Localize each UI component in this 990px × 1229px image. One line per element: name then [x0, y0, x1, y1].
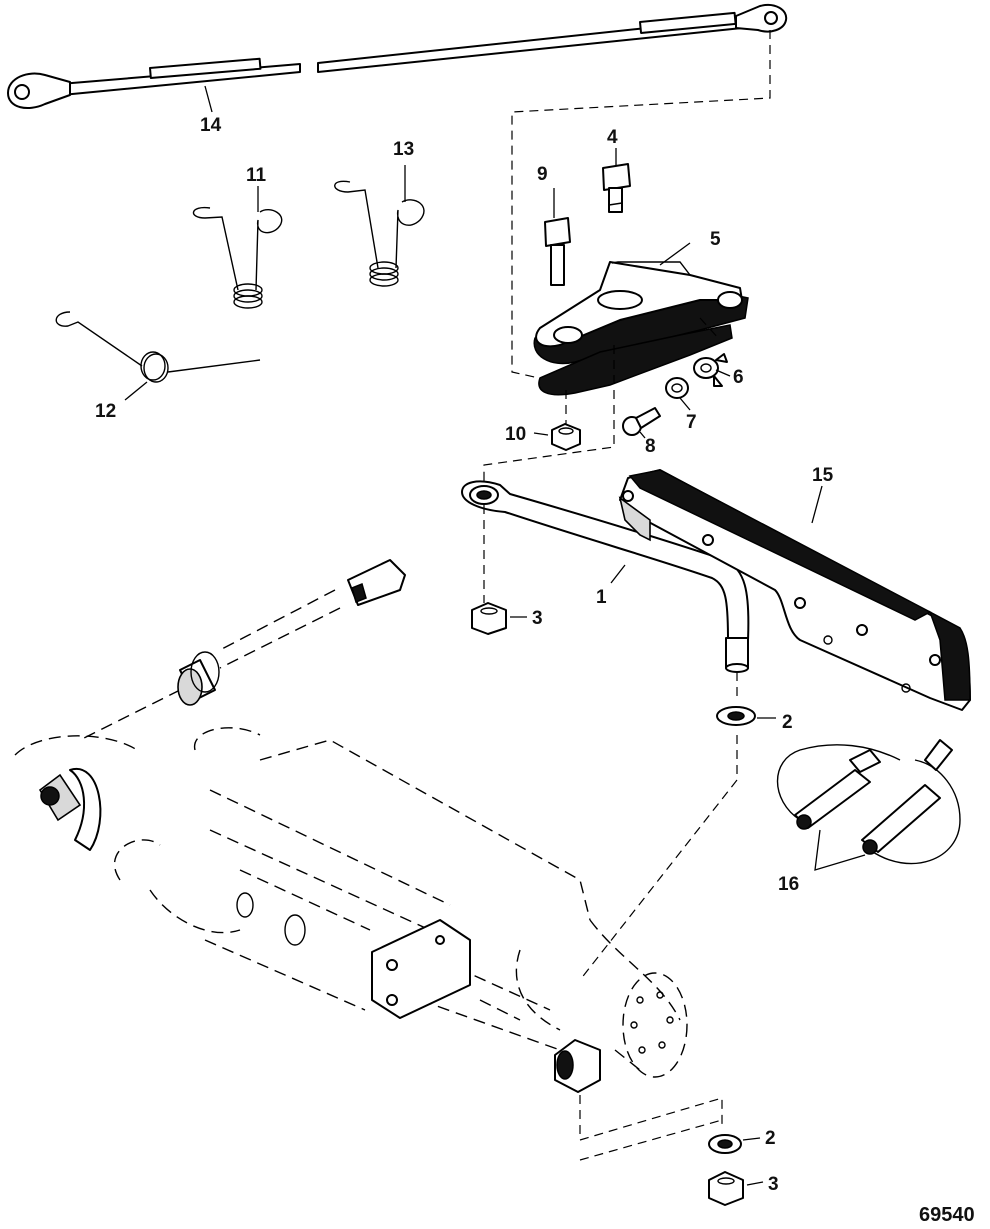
leader-10 — [533, 432, 549, 436]
part-13-spring — [334, 180, 425, 287]
callout-15: 15 — [812, 465, 834, 486]
part-15-cover — [618, 469, 971, 711]
assembly-path-5-6 — [699, 317, 721, 341]
leader-7 — [679, 397, 691, 411]
callout-5: 5 — [710, 229, 721, 250]
part-3-nut-lower — [708, 1171, 744, 1206]
leader-8 — [639, 431, 646, 439]
part-5-lever — [533, 261, 749, 396]
callout-3a: 3 — [532, 608, 543, 629]
part-3-nut-upper — [471, 602, 507, 635]
callout-11: 11 — [246, 165, 267, 186]
leader-2b — [742, 1137, 761, 1141]
part-2-washer-lower — [708, 1134, 742, 1154]
callout-2b: 2 — [765, 1128, 776, 1149]
assembly-path-lower-left — [579, 1119, 723, 1161]
callout-1: 1 — [596, 587, 607, 608]
assembly-path-lower — [579, 1095, 723, 1141]
callout-9: 9 — [537, 164, 548, 185]
callout-3b: 3 — [768, 1174, 779, 1195]
assembly-path-lever-to-arm — [483, 345, 615, 495]
part-14-link-rod — [7, 4, 788, 109]
callout-10: 10 — [505, 424, 526, 445]
part-16-lynch-pins — [776, 739, 961, 865]
callout-16: 16 — [778, 874, 799, 895]
leader-6 — [715, 369, 731, 377]
part-2-washer-upper — [716, 706, 756, 726]
part-10-nut — [551, 423, 581, 451]
assembly-path-shaft-to-washer — [579, 735, 738, 981]
leader-5 — [659, 242, 691, 266]
part-4-bolt — [602, 163, 631, 213]
leader-12 — [124, 381, 148, 401]
part-8-screw — [622, 407, 661, 436]
callout-7: 7 — [686, 412, 697, 433]
phantom-actuator-assembly — [14, 559, 688, 1093]
callout-6: 6 — [733, 367, 744, 388]
figure-id: 69540 — [919, 1204, 975, 1226]
leader-15 — [811, 485, 823, 524]
part-9-bolt — [544, 217, 571, 286]
callout-4: 4 — [607, 127, 618, 148]
callout-12: 12 — [95, 401, 116, 422]
leader-16 — [814, 829, 866, 871]
part-11-spring — [192, 206, 283, 309]
part-6-washer — [693, 353, 728, 387]
part-12-spring — [55, 311, 261, 383]
callout-8: 8 — [645, 436, 656, 457]
callout-14: 14 — [200, 115, 222, 136]
leader-3b — [746, 1181, 764, 1186]
callout-2a: 2 — [782, 712, 793, 733]
leader-1 — [610, 564, 626, 584]
callout-13: 13 — [393, 139, 414, 160]
part-1-link-arm — [461, 480, 750, 673]
assembly-path-rod-to-lever — [511, 30, 771, 381]
part-7-washer — [665, 377, 689, 399]
leader-14 — [204, 85, 213, 113]
